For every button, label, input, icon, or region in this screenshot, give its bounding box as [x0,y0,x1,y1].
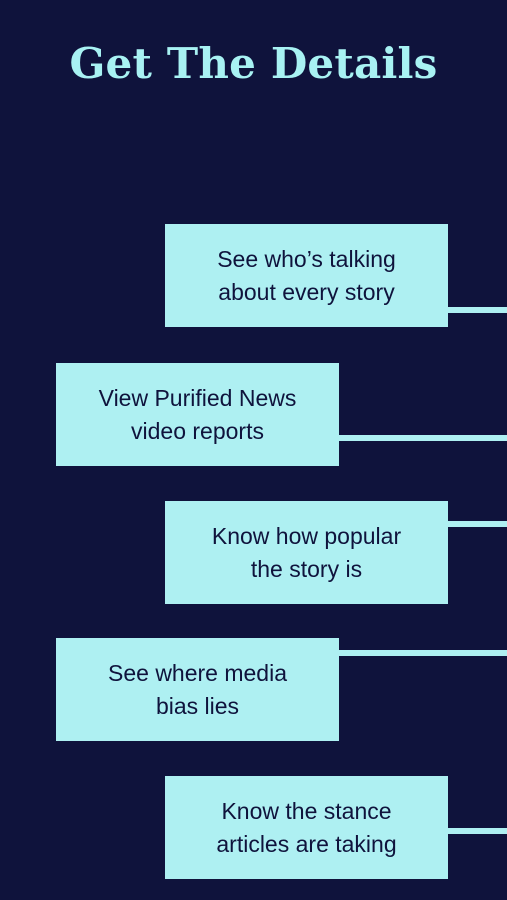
page-title: Get The Details [69,39,438,88]
feature-card-media-bias: See where media bias lies [56,638,339,741]
feature-connector-4 [339,650,507,656]
feature-card-article-stance: Know the stance articles are taking [165,776,448,879]
feature-connector-5 [448,828,507,834]
feature-connector-3 [448,521,507,527]
feature-connector-1 [448,307,507,313]
feature-card-popularity: Know how popular the story is [165,501,448,604]
feature-connector-2 [339,435,507,441]
feature-card-who-is-talking: See who’s talking about every story [165,224,448,327]
feature-card-video-reports: View Purified News video reports [56,363,339,466]
